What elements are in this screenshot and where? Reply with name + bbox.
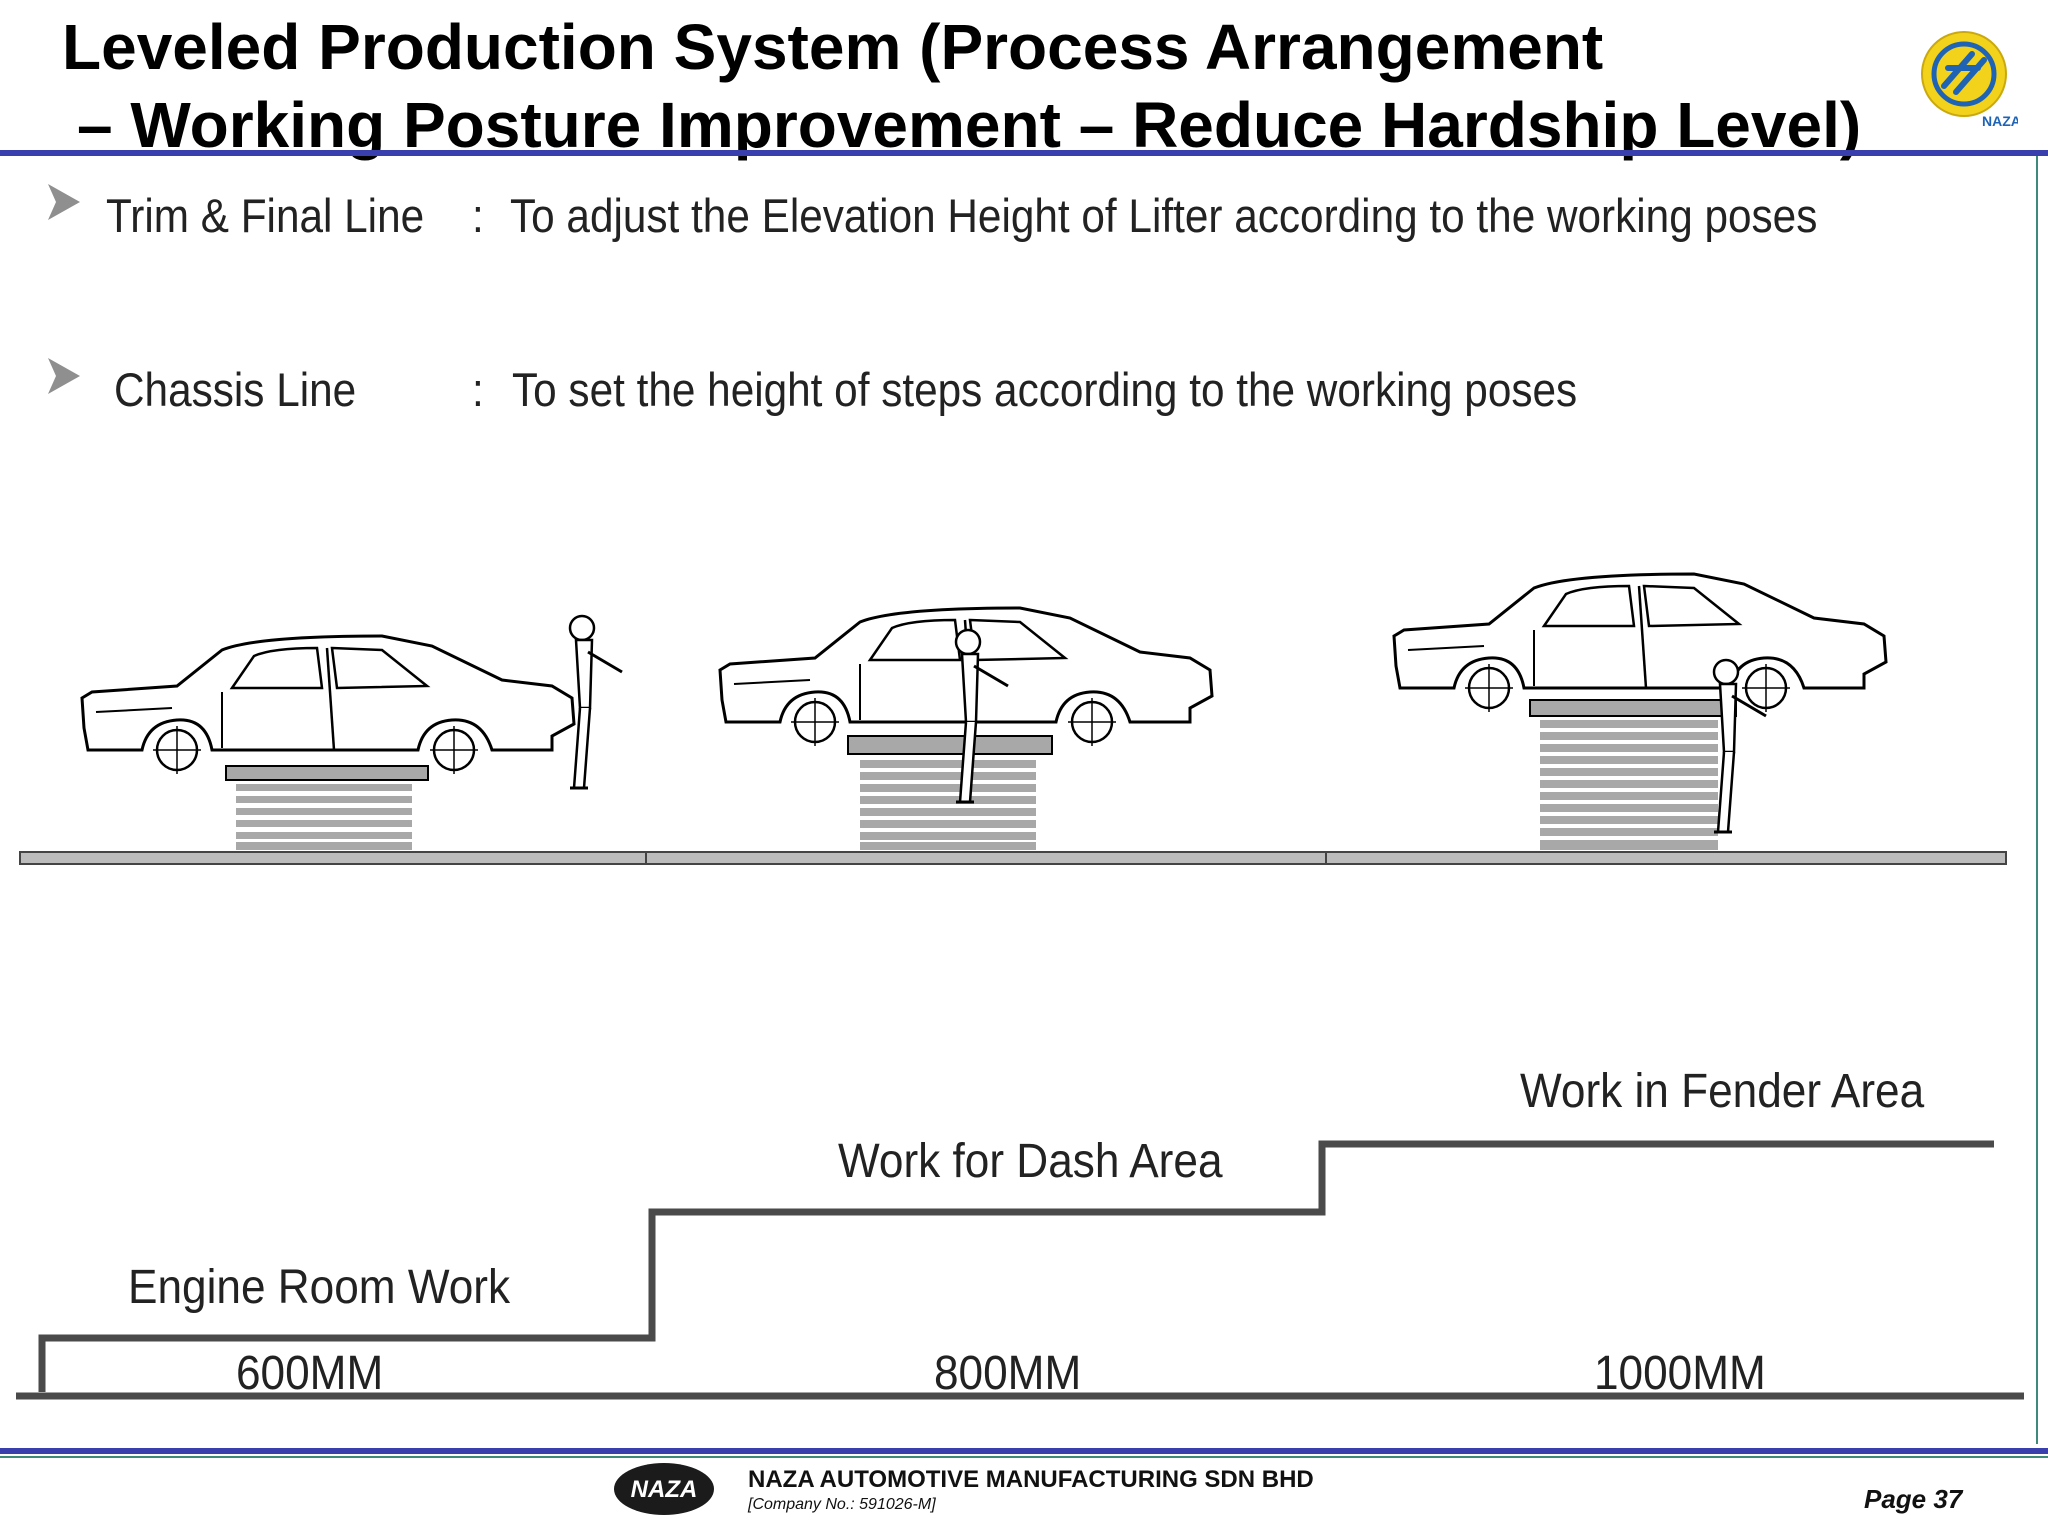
car-3 bbox=[1392, 572, 1888, 714]
lifter-illustration bbox=[19, 572, 2007, 865]
bullet-1-text: To adjust the Elevation Height of Lifter… bbox=[510, 189, 1818, 242]
title-line-1: Leveled Production System (Process Arran… bbox=[62, 11, 1604, 83]
lifter-600 bbox=[225, 765, 429, 850]
lifter-800 bbox=[847, 735, 1053, 850]
step-3-task-label: Work in Fender Area bbox=[1520, 1065, 1925, 1118]
header-rule bbox=[0, 150, 2048, 156]
bullet-1-line: Trim & Final Line bbox=[106, 189, 425, 242]
step-1-task-label: Engine Room Work bbox=[128, 1261, 511, 1314]
car-1 bbox=[80, 634, 576, 776]
page-title: Leveled Production System (Process Arran… bbox=[62, 8, 1861, 164]
naza-footer-logo-icon: NAZA bbox=[614, 1463, 714, 1515]
step-2-task-label: Work for Dash Area bbox=[838, 1135, 1223, 1188]
worker-1 bbox=[568, 614, 624, 790]
company-name: NAZA AUTOMOTIVE MANUFACTURING SDN BHD bbox=[748, 1466, 1314, 1493]
page-number: Page 37 bbox=[1864, 1484, 1963, 1514]
bullet-2-separator: : bbox=[472, 363, 484, 416]
bullet-arrow-icon bbox=[48, 358, 80, 394]
company-number: [Company No.: 591026-M] bbox=[748, 1496, 936, 1513]
footer-rule-accent bbox=[0, 1456, 2048, 1458]
bullet-arrow-icon bbox=[48, 184, 80, 220]
step-2-height-label: 800MM bbox=[934, 1347, 1082, 1400]
logo-text: NAZA bbox=[1982, 113, 2018, 129]
bullet-2-line: Chassis Line bbox=[114, 363, 357, 416]
height-step-diagram bbox=[16, 1140, 2024, 1400]
title-line-2: – Working Posture Improvement – Reduce H… bbox=[77, 89, 1862, 161]
bullet-1-separator: : bbox=[472, 189, 484, 242]
bullet-2-text: To set the height of steps according to … bbox=[512, 363, 1578, 416]
right-border bbox=[2036, 156, 2038, 1444]
footer-rule bbox=[0, 1448, 2048, 1454]
naza-logo-icon: NAZA bbox=[1921, 31, 2018, 129]
lifter-1000 bbox=[1529, 699, 1737, 850]
step-3-height-label: 1000MM bbox=[1594, 1347, 1766, 1400]
step-1-height-label: 600MM bbox=[236, 1347, 384, 1400]
footer-logo-text: NAZA bbox=[631, 1476, 698, 1503]
